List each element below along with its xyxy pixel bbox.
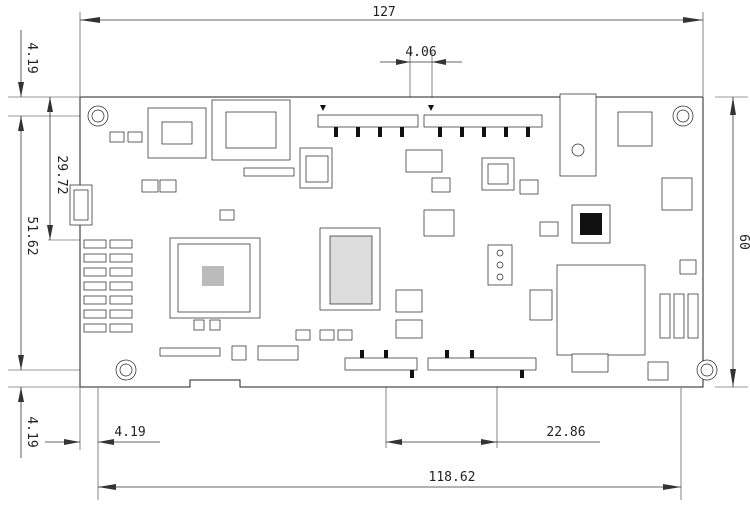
card-holder: [147, 99, 291, 161]
main-processor-chip: [169, 237, 261, 319]
dim-overall-width: 127: [79, 5, 704, 96]
dim-left-group: 4.19 29.72 51.62 4.19: [8, 30, 110, 458]
dim-label-51-62: 51.62: [24, 216, 39, 255]
dim-overall-height: 60: [715, 96, 750, 388]
qfn-chip-center: [481, 157, 515, 191]
ic-top-right: [617, 111, 653, 147]
dim-label-60: 60: [736, 234, 750, 250]
bottom-connector-left: [344, 350, 418, 378]
micro-usb: [69, 184, 93, 226]
mounting-hole-top-right: [672, 105, 694, 127]
dim-label-29-72: 29.72: [54, 155, 69, 194]
dim-label-4-19-top: 4.19: [24, 42, 39, 73]
dim-label-118-62: 118.62: [429, 470, 476, 485]
pin-header: [487, 244, 513, 286]
dim-label-4-19-left: 4.19: [114, 425, 145, 440]
dim-label-4-06: 4.06: [405, 45, 436, 60]
qfn-chip-right: [571, 204, 611, 244]
dim-connector-pitch-top: 4.06: [380, 45, 462, 108]
memory-chip: [319, 227, 381, 311]
audio-jack: [559, 93, 597, 177]
mounting-hole-bottom-right: [696, 359, 718, 381]
voltage-regulator: [405, 149, 455, 237]
dim-label-4-19-bottom: 4.19: [24, 416, 39, 447]
left-edge-connector: [83, 239, 133, 333]
mounting-hole-bottom-left: [115, 359, 137, 381]
mounting-holes: [87, 105, 718, 381]
passive-components: [109, 131, 699, 381]
rf-shield-module: [556, 264, 646, 356]
dim-bottom-group: 4.19 22.86 118.62: [45, 380, 682, 500]
top-connector-right: [423, 105, 543, 137]
bottom-connector-right: [427, 350, 537, 378]
dim-label-22-86: 22.86: [546, 425, 585, 440]
ic-right-small: [661, 177, 693, 211]
dim-label-127: 127: [372, 5, 395, 20]
top-connector-left: [317, 105, 419, 137]
mounting-hole-top-left: [87, 105, 109, 127]
flash-chip: [299, 147, 333, 189]
